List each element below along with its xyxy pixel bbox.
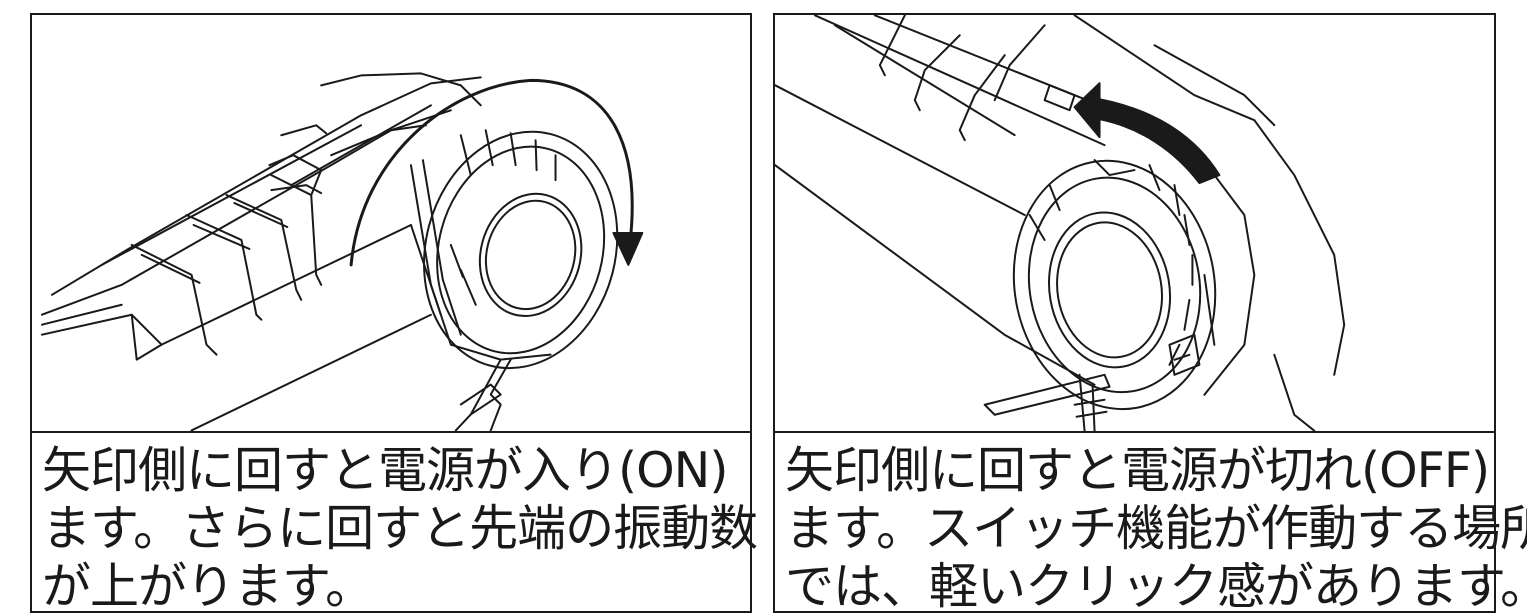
panel-power-off: 矢印側に回すと電源が切れ(OFF) ます。スイッチ機能が作動する場所 では、軽い… xyxy=(773,13,1527,615)
ridge-drawing xyxy=(130,124,328,356)
panel-power-on: 矢印側に回すと電源が入り(ON) ます。さらに回すと先端の振動数 が上がります。 xyxy=(30,13,758,615)
cable-drawing xyxy=(983,373,1111,431)
caption-line: では、軽いクリック感があります。 xyxy=(785,558,1527,615)
device-body-drawing xyxy=(40,72,482,431)
ridge-drawing xyxy=(878,15,1076,142)
caption-power-on: 矢印側に回すと電源が入り(ON) ます。さらに回すと先端の振動数 が上がります。 xyxy=(42,442,758,615)
caption-line: が上がります。 xyxy=(42,558,374,615)
caption-line: ます。さらに回すと先端の振動数 xyxy=(42,500,758,557)
rotation-arrow-icon xyxy=(349,78,644,267)
caption-line: ます。スイッチ機能が作動する場所 xyxy=(785,500,1527,557)
illustration-dial-turn-on xyxy=(32,15,750,433)
side-latch-drawing xyxy=(1168,333,1201,376)
caption-line: 矢印側に回すと電源が入り(ON) xyxy=(42,442,728,499)
cable-drawing xyxy=(454,358,512,431)
illustration-dial-turn-off xyxy=(775,15,1494,433)
direction-arrow-icon xyxy=(1073,82,1221,185)
dial-drawing xyxy=(409,129,619,370)
caption-line: 矢印側に回すと電源が切れ(OFF) xyxy=(785,442,1490,499)
device-body-drawing xyxy=(775,15,1346,431)
caption-power-off: 矢印側に回すと電源が切れ(OFF) ます。スイッチ機能が作動する場所 では、軽い… xyxy=(785,442,1527,615)
dial-drawing xyxy=(1012,159,1256,411)
